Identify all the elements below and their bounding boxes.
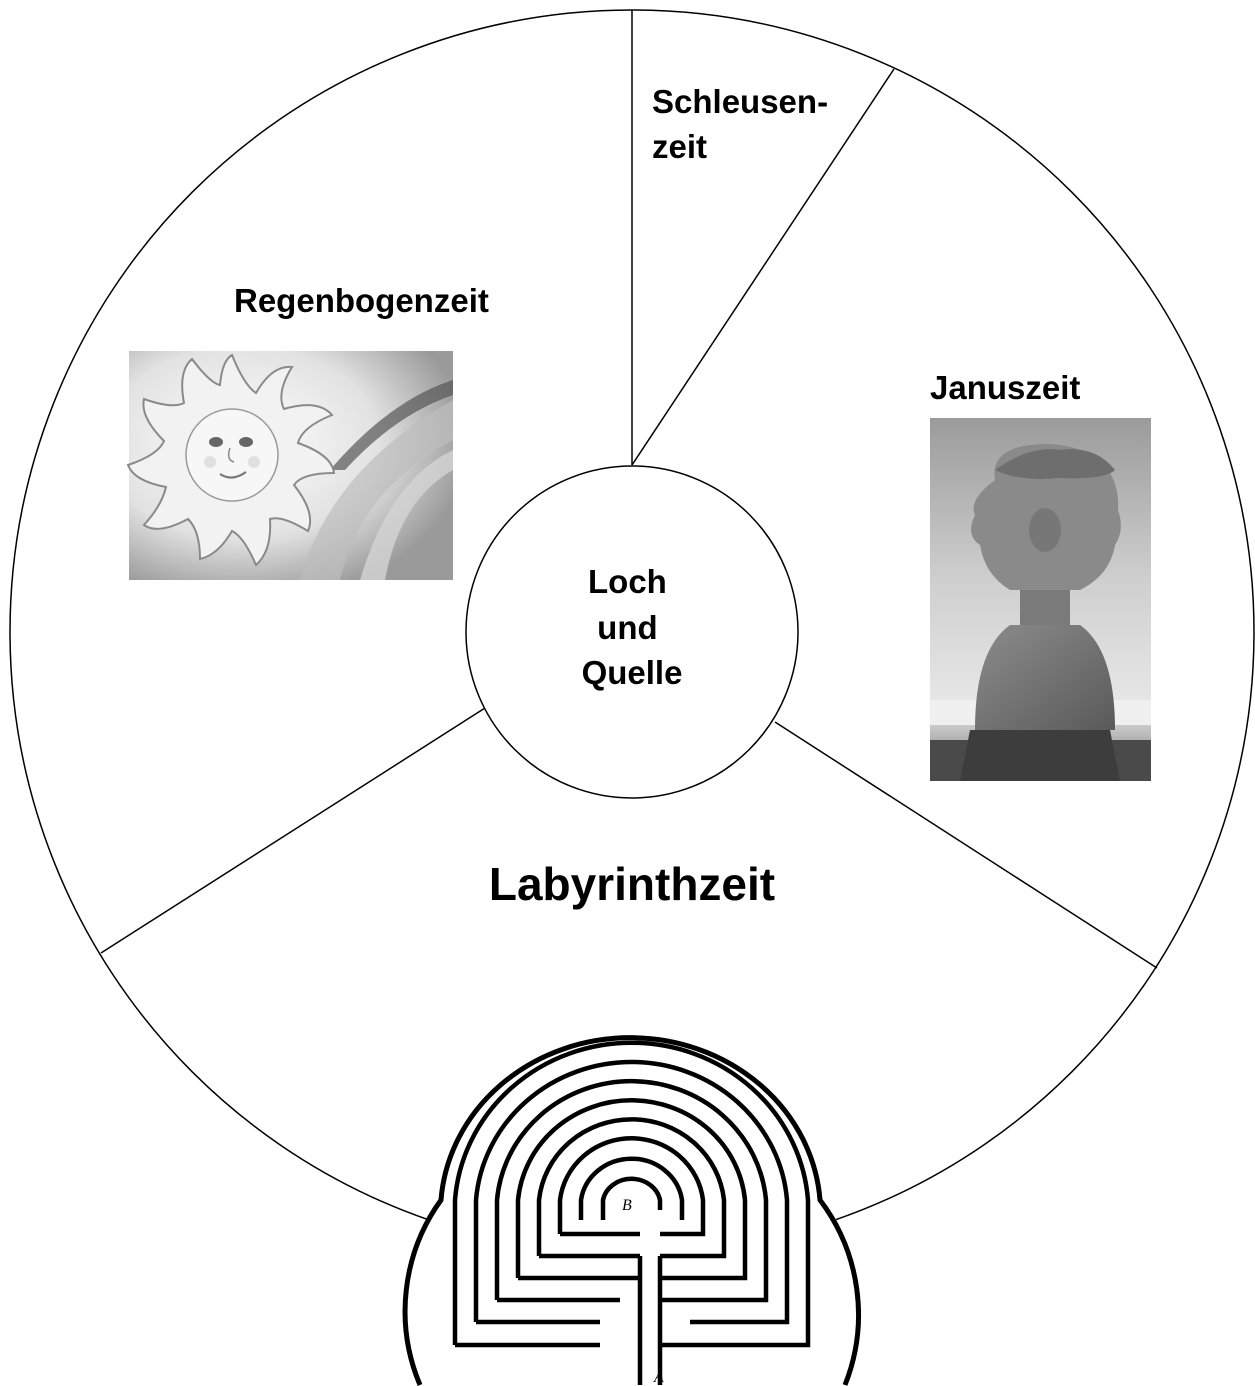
janus-image bbox=[930, 418, 1151, 781]
center-label-line-3: Quelle bbox=[582, 654, 683, 691]
labyrinth-marker-a: A bbox=[653, 1369, 664, 1386]
center-label-line-2: und bbox=[597, 609, 657, 646]
labyrinth-image: B A bbox=[405, 1000, 858, 1386]
labyrinth-marker-b: B bbox=[622, 1197, 632, 1214]
janus-label: Januszeit bbox=[930, 369, 1080, 406]
schleusen-label-line-1: Schleusen- bbox=[652, 83, 828, 120]
sun-image bbox=[128, 351, 453, 580]
regenbogen-label: Regenbogenzeit bbox=[234, 282, 489, 319]
schleusen-label: Schleusen- zeit bbox=[652, 83, 837, 165]
divider-line-left bbox=[101, 708, 485, 953]
schleusen-label-line-2: zeit bbox=[652, 128, 707, 165]
labyrinth-label: Labyrinthzeit bbox=[489, 858, 775, 910]
center-label-line-1: Loch bbox=[588, 563, 667, 600]
